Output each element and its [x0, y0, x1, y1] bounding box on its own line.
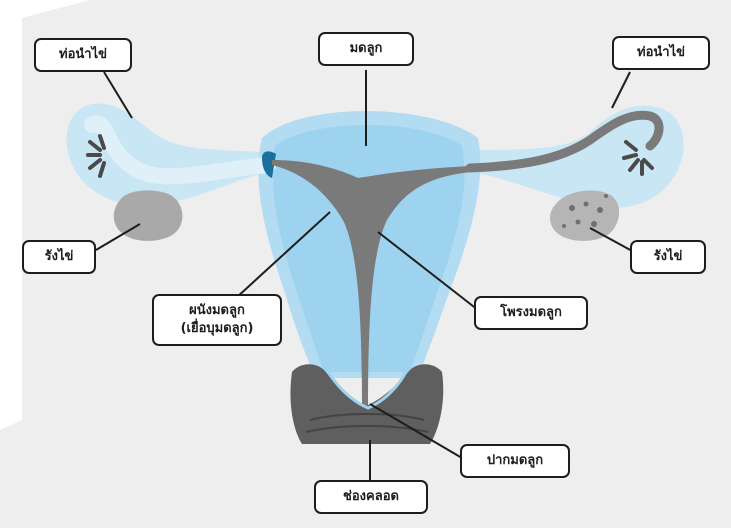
label-uterine-cavity: โพรงมดลูก [474, 296, 588, 330]
label-ovary-right: รังไข่ [630, 240, 706, 274]
label-uterine-wall-line2: (เยื่อบุมดลูก) [160, 320, 274, 338]
label-uterine-wall-line1: ผนังมดลูก [160, 302, 274, 320]
label-ovary-left: รังไข่ [22, 240, 96, 274]
label-vagina: ช่องคลอด [314, 480, 428, 514]
label-fallopian-tube-right: ท่อนำไข่ [612, 36, 710, 70]
label-uterus: มดลูก [318, 32, 414, 66]
label-uterine-wall: ผนังมดลูก (เยื่อบุมดลูก) [152, 294, 282, 346]
label-cervix: ปากมดลูก [460, 444, 570, 478]
label-fallopian-tube-left: ท่อนำไข่ [34, 38, 132, 72]
